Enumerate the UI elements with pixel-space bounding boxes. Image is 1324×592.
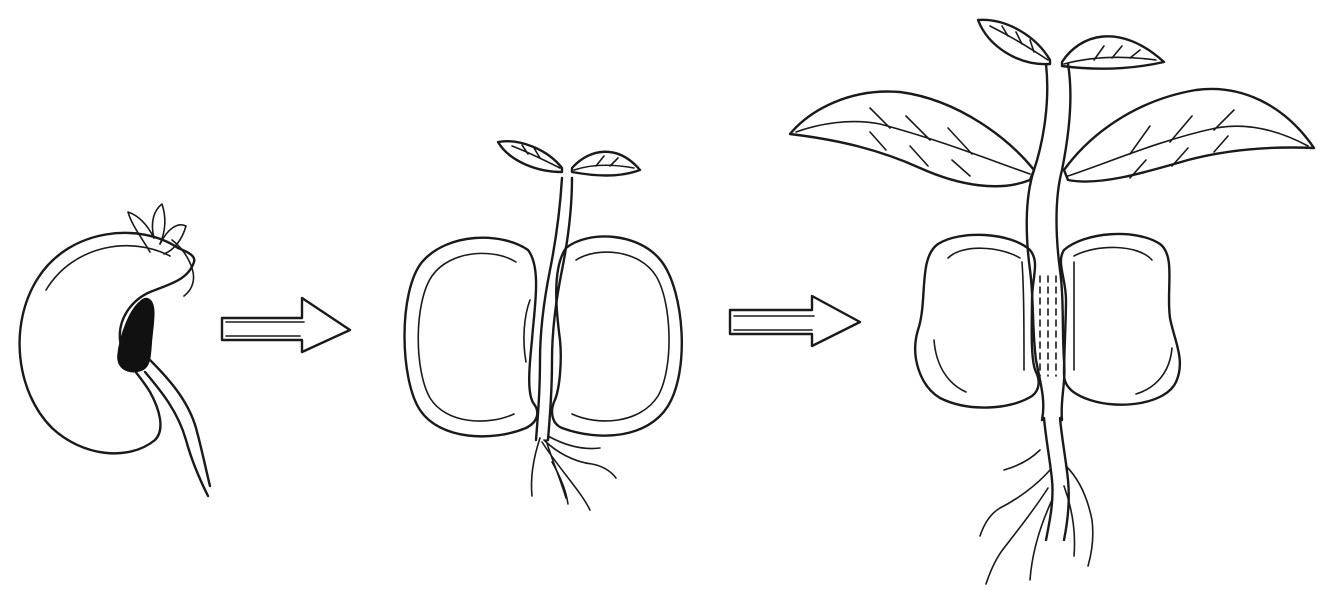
plant-top-leaves bbox=[978, 20, 1164, 69]
stage-seedling bbox=[405, 141, 682, 510]
plant-right-cotyledon bbox=[1061, 234, 1180, 405]
seed-radicle bbox=[145, 360, 210, 496]
plant-left-leaf bbox=[790, 92, 1034, 187]
seedling-left-cotyledon bbox=[405, 238, 538, 437]
plant-left-cotyledon bbox=[915, 235, 1038, 408]
stage-germinating-seed bbox=[20, 204, 210, 496]
seedling-right-cotyledon bbox=[552, 236, 682, 435]
plant-roots bbox=[980, 418, 1093, 584]
stage-young-plant bbox=[790, 20, 1314, 584]
seedling-roots bbox=[531, 436, 616, 510]
arrow-right-icon bbox=[222, 298, 350, 352]
plant-right-leaf bbox=[1064, 89, 1314, 182]
arrow-right-icon bbox=[730, 296, 860, 346]
seed-coat bbox=[20, 233, 195, 453]
seedling-first-leaves bbox=[498, 141, 640, 175]
seed-hilum bbox=[118, 299, 154, 372]
